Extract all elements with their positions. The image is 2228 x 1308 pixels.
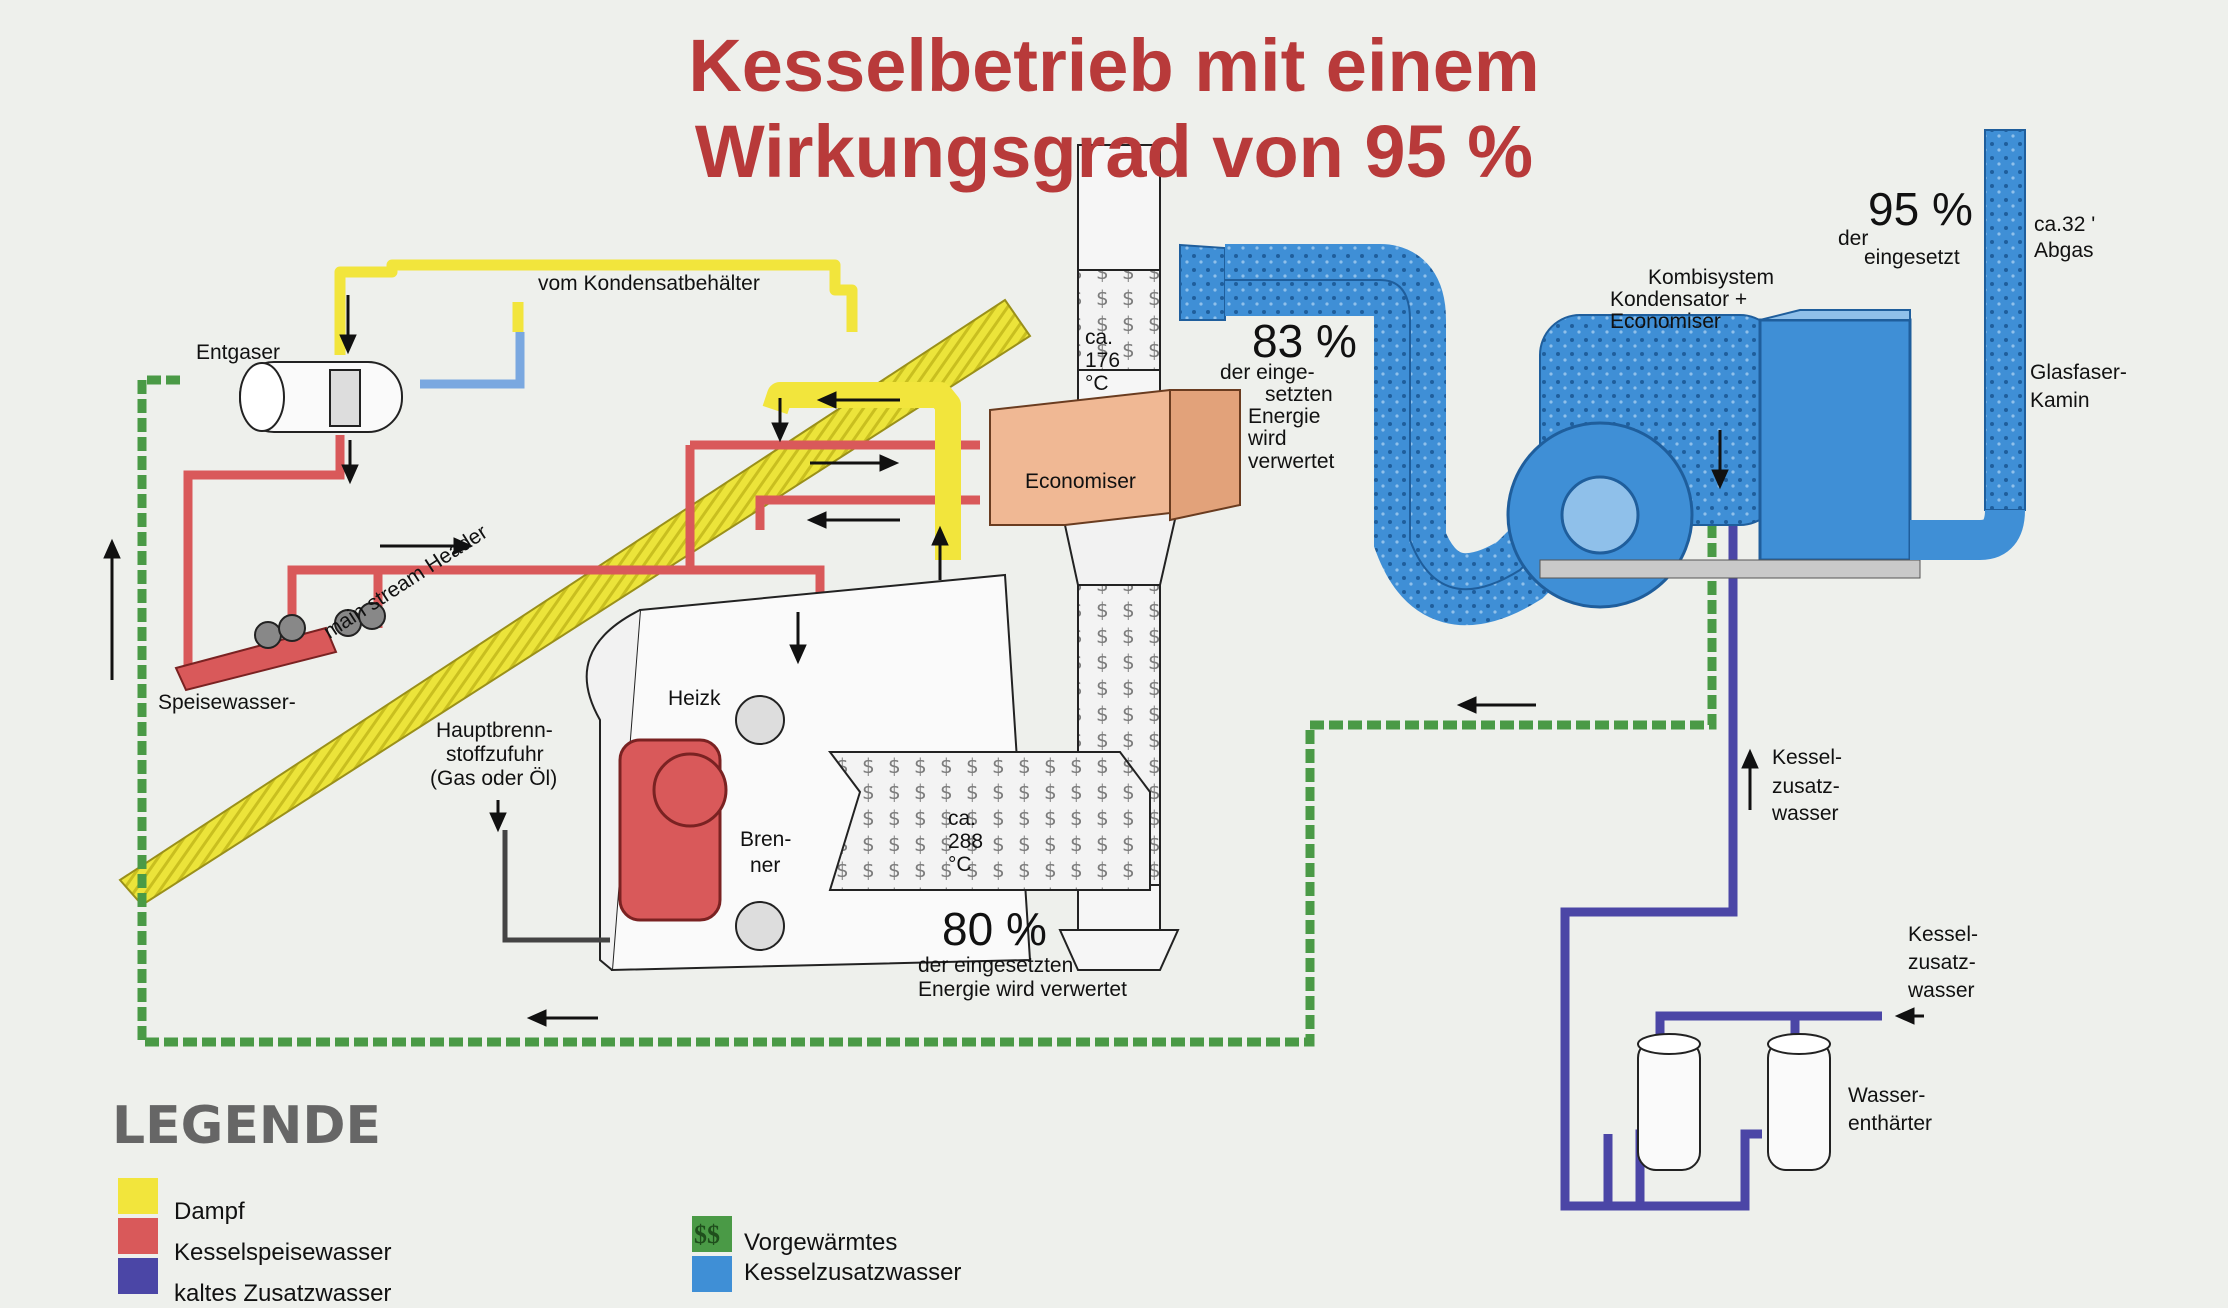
- label-temp176-3: °C: [1085, 372, 1109, 395]
- flue-duct-lower: [828, 751, 1151, 891]
- label-fuel-2: stoffzufuhr: [446, 743, 544, 766]
- efficiency-95-line1: der: [1838, 227, 1869, 250]
- flow-arrows: [103, 295, 1924, 1027]
- efficiency-80-line2: Energie wird verwertet: [918, 978, 1127, 1001]
- label-kombi-1: Kombisystem: [1648, 266, 1775, 289]
- label-temp288-1: ca.: [948, 807, 977, 830]
- label-kombi-2: Kondensator +: [1610, 288, 1748, 311]
- label-makeup-2a: Kessel-: [1908, 923, 1979, 946]
- legend-steam: Dampf: [174, 1198, 245, 1225]
- label-makeup-1b: zusatz-: [1772, 775, 1840, 798]
- legend-cold-makeup: kaltes Zusatzwasser: [174, 1280, 392, 1307]
- kombi-unit: [1506, 309, 1921, 609]
- legend-swatches: [118, 1178, 732, 1294]
- label-kombi-3: Economiser: [1610, 310, 1721, 333]
- label-makeup-2c: wasser: [1908, 979, 1975, 1002]
- efficiency-83-line1: der einge-: [1220, 361, 1315, 384]
- efficiency-83-line2: setzten: [1265, 383, 1333, 406]
- label-temp176-1: ca.: [1085, 326, 1114, 349]
- title-line-1: Kesselbetrieb mit einem: [688, 24, 1540, 107]
- efficiency-80-line1: der eingesetzten: [918, 954, 1074, 977]
- fuel-line: [502, 830, 610, 943]
- label-heizk: Heizk: [668, 687, 721, 710]
- deaerator-tank: [239, 361, 403, 433]
- label-fuel-1: Hauptbrenn-: [436, 719, 553, 742]
- condensate-return: [420, 332, 525, 389]
- steam-main-diagonal: [118, 298, 1032, 907]
- label-burner-2: ner: [750, 854, 781, 877]
- label-fuel-3: (Gas oder Öl): [430, 767, 558, 790]
- legend-makeup-preheated: Kesselzusatzwasser: [744, 1259, 962, 1286]
- label-softener-2: enthärter: [1848, 1112, 1933, 1135]
- label-glass-1: Glasfaser-: [2030, 361, 2127, 384]
- steam-pipes: [334, 259, 961, 560]
- efficiency-80-value: 80 %: [942, 903, 1047, 955]
- label-temp176-2: 176: [1085, 349, 1121, 372]
- label-economiser: Economiser: [1025, 470, 1136, 493]
- efficiency-83-line4: wird: [1248, 427, 1287, 450]
- water-softener: [1637, 1033, 1831, 1171]
- label-condensate-tank: vom Kondensatbehälter: [538, 272, 760, 295]
- legend-feedwater: Kesselspeisewasser: [174, 1239, 392, 1266]
- label-makeup-1c: wasser: [1772, 802, 1839, 825]
- label-deaerator: Entgaser: [196, 341, 281, 364]
- legend-title: LEGENDE: [112, 1096, 382, 1156]
- economiser-box: [989, 389, 1241, 526]
- label-abgas-2: Abgas: [2034, 239, 2094, 262]
- efficiency-83-value: 83 %: [1252, 315, 1357, 367]
- efficiency-83-line5: verwertet: [1248, 450, 1335, 473]
- efficiency-83-line3: Energie: [1248, 405, 1321, 428]
- label-feedwater: Speisewasser-: [158, 691, 296, 714]
- label-softener-1: Wasser-: [1848, 1084, 1926, 1107]
- title-line-2: Wirkungsgrad von 95 %: [694, 110, 1534, 193]
- label-glass-2: Kamin: [2030, 389, 2090, 412]
- legend-preheated: Vorgewärmtes: [744, 1229, 898, 1256]
- label-makeup-2b: zusatz-: [1908, 951, 1976, 974]
- label-temp288-3: °C: [948, 853, 972, 876]
- label-temp288-2: 288: [948, 830, 984, 853]
- label-abgas-1: ca.32 ': [2034, 213, 2096, 236]
- efficiency-95-value: 95 %: [1868, 183, 1973, 235]
- feed-pumps: [254, 602, 386, 649]
- efficiency-95-line2: eingesetzt: [1864, 246, 1960, 269]
- label-makeup-1a: Kessel-: [1772, 746, 1843, 769]
- legend-ss-glyph: $$: [694, 1220, 720, 1249]
- glass-fibre-stack: [1910, 129, 2026, 560]
- label-burner-1: Bren-: [740, 828, 792, 851]
- flue-duct-blue: [1179, 243, 1586, 626]
